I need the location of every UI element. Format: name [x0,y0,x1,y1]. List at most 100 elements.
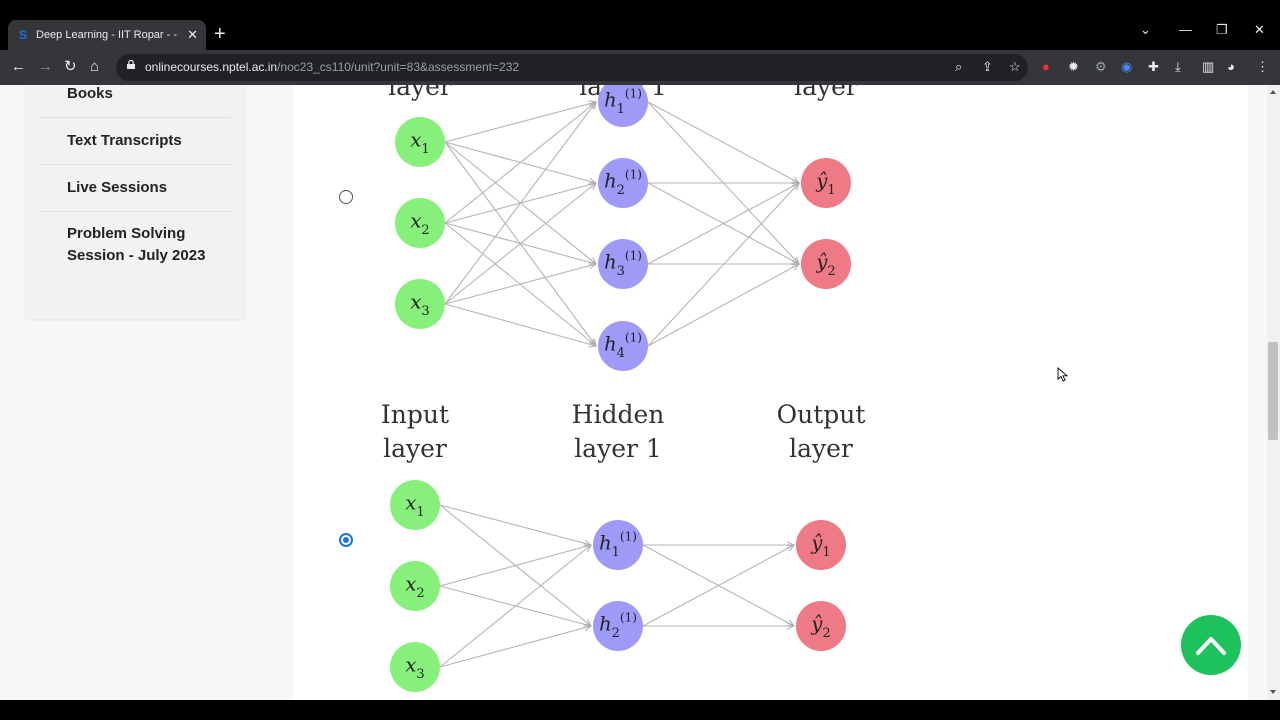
output-node-circle [801,158,851,208]
output-node-circle [796,601,846,651]
node-label: x1 [405,492,424,520]
connection-edge [444,102,596,224]
browser-tab[interactable]: S Deep Learning - IIT Ropar - - Unit ✕ [8,20,206,50]
extension-gear-icon[interactable]: ✹ [1068,59,1079,74]
node-label: x3 [405,654,424,682]
connection-edge [439,545,591,587]
menu-kebab-icon[interactable]: ⋮ [1256,59,1269,74]
forward-icon[interactable]: → [38,58,53,75]
home-icon[interactable]: ⌂ [90,58,100,75]
node-label: h1(1) [599,529,637,560]
connection-edge [647,183,799,347]
hidden-node: h4(1) [598,321,648,371]
node-label: h1(1) [604,86,642,117]
scroll-to-top-button[interactable] [1181,615,1241,675]
url-host: onlinecourses.nptel.ac.in [145,60,278,74]
input-node-circle [395,279,445,329]
sidebar-divider [39,164,231,165]
restore-icon[interactable]: ❐ [1216,22,1228,37]
side-panel-icon[interactable]: ▥ [1202,59,1215,74]
sidebar-item-problem-solving-session[interactable]: Problem Solving Session - July 2023 [67,225,206,264]
connection-edge [444,264,596,305]
hidden-node-circle [598,321,648,371]
input-node: x1 [390,480,440,530]
connection-edge [444,183,596,305]
node-label: ŷ2 [810,613,830,641]
output-node: ŷ2 [796,601,846,651]
output-node: ŷ1 [801,158,851,208]
node-label: x2 [410,210,429,238]
site-favicon-icon: S [18,28,27,42]
layer-title: layer [388,85,452,101]
scroll-up-arrow-icon[interactable] [1269,88,1277,96]
connection-edge [439,545,591,668]
output-node: ŷ2 [801,239,851,289]
url-text[interactable]: onlinecourses.nptel.ac.in/noc23_cs110/un… [145,60,519,74]
lock-icon [127,60,135,69]
option-1-network-diagram: layerlayer 1layerx1x2x3h1(1)h2(1)h3(1)h4… [358,85,908,385]
close-tab-icon[interactable]: ✕ [187,27,198,42]
tab-search-icon[interactable]: ⌄ [1140,22,1151,37]
node-label: x1 [410,129,429,157]
scroll-down-arrow-icon[interactable] [1269,688,1277,696]
new-tab-icon[interactable]: + [214,23,226,45]
node-label: h3(1) [604,248,642,279]
minimize-icon[interactable]: — [1179,22,1192,37]
hidden-node: h2(1) [598,158,648,208]
output-node-circle [796,520,846,570]
input-node: x3 [390,642,440,692]
input-node: x1 [395,117,445,167]
sidebar-item-books[interactable]: Books [67,85,113,102]
mouse-pointer-icon [1057,367,1069,382]
input-node-circle [390,561,440,611]
connection-edge [444,102,596,305]
input-node-circle [395,198,445,248]
hidden-node-circle [593,601,643,651]
window-close-icon[interactable]: ✕ [1254,22,1265,37]
extension-blue-icon[interactable]: ◉ [1121,59,1133,74]
sidebar-divider [39,211,231,212]
zoom-icon[interactable]: ⌕ [955,59,963,74]
option-2-radio[interactable] [339,533,353,547]
output-node-circle [801,239,851,289]
input-node-circle [395,117,445,167]
option-1-radio[interactable] [339,190,353,204]
hidden-node-circle [598,158,648,208]
connection-edge [642,545,794,627]
page-viewport: Books Text Transcripts Live Sessions Pro… [0,85,1267,700]
connection-edge [647,183,799,265]
address-bar[interactable] [116,54,1028,81]
course-sidebar: Books Text Transcripts Live Sessions Pro… [25,85,245,319]
node-label: x2 [405,573,424,601]
sidebar-divider [39,117,231,118]
layer-title: Input [381,400,449,429]
node-label: h4(1) [604,330,642,361]
extension-red-icon[interactable]: ● [1042,59,1050,74]
extension-settings-icon[interactable]: ⚙ [1095,59,1107,74]
reload-icon[interactable]: ↻ [64,58,77,75]
layer-title: layer [383,434,447,463]
sidebar-item-text-transcripts[interactable]: Text Transcripts [67,132,182,149]
tab-strip: S Deep Learning - IIT Ropar - - Unit ✕ +… [0,0,1280,50]
node-label: ŷ1 [810,532,830,560]
share-icon[interactable]: ⇪ [982,59,993,74]
connection-edge [439,504,591,545]
bookmark-star-icon[interactable]: ☆ [1009,59,1021,74]
sidebar-item-live-sessions[interactable]: Live Sessions [67,179,168,196]
scrollbar-thumb[interactable] [1268,342,1278,440]
profile-avatar-icon[interactable]: ◕ [1227,59,1235,74]
hidden-node: h3(1) [598,239,648,289]
hidden-node-circle [598,239,648,289]
tab-title: Deep Learning - IIT Ropar - - Unit [36,29,181,41]
layer-title: layer [794,85,858,101]
url-path: /noc23_cs110/unit?unit=83&assessment=232 [277,60,520,74]
hidden-node-circle [593,520,643,570]
input-node: x2 [395,198,445,248]
hidden-node: h1(1) [593,520,643,570]
extensions-puzzle-icon[interactable]: ✚ [1148,59,1159,74]
download-icon[interactable]: ⤓ [1175,59,1181,74]
back-icon[interactable]: ← [11,58,26,75]
hidden-node: h2(1) [593,601,643,651]
input-node: x2 [390,561,440,611]
